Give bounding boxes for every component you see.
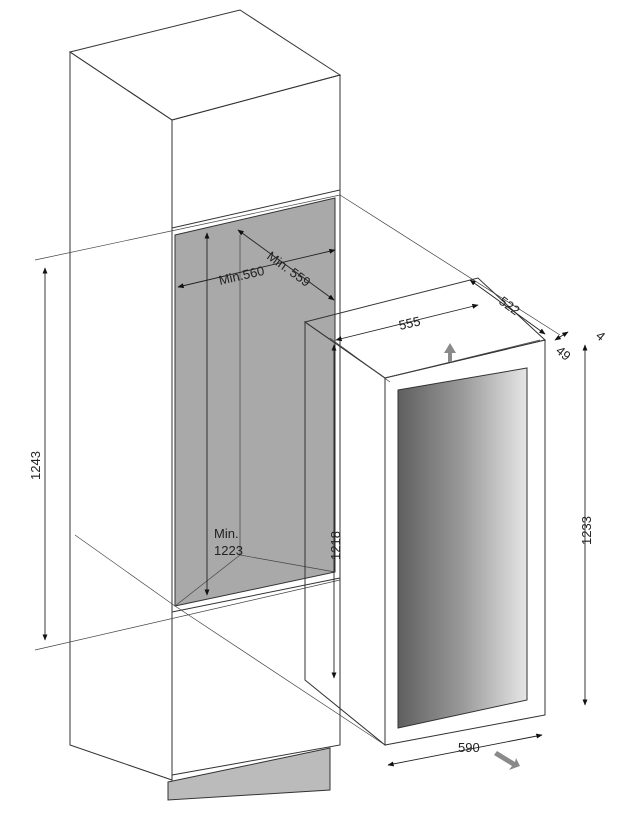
- label-appliance-height: 1233: [579, 516, 594, 545]
- label-door-width: 590: [458, 740, 480, 755]
- label-appliance-width-top: 555: [397, 313, 422, 332]
- wine-cooler: [303, 277, 547, 770]
- extension-lines: [34, 194, 561, 746]
- niche-back: [174, 197, 336, 607]
- push-arrow-icon: [494, 751, 520, 770]
- label-gap: 4: [593, 328, 608, 344]
- label-door-thickness: 49: [553, 343, 574, 364]
- dimension-lines: [42, 229, 588, 767]
- glass-door: [397, 367, 528, 729]
- tall-cabinet: [68, 9, 342, 801]
- label-niche-height-min: Min.: [214, 526, 239, 541]
- plinth: [167, 747, 331, 801]
- label-body-height: 1218: [328, 531, 343, 560]
- up-arrow-icon: [444, 343, 456, 362]
- label-niche-height-value: 1223: [214, 543, 243, 558]
- label-cabinet-opening: 1243: [28, 451, 43, 480]
